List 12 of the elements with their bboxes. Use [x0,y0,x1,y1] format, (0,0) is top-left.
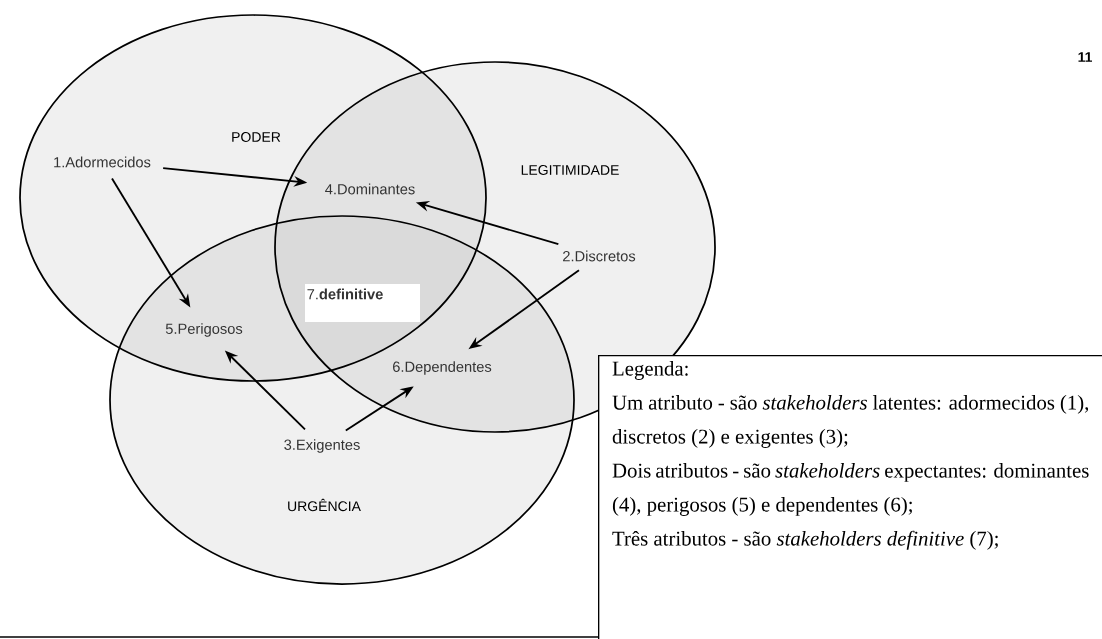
stakeholder-label: 6.Dependentes [393,361,492,375]
region-heading: LEGITIMIDADE [521,165,619,175]
stakeholder-label: 1.Adormecidos [54,156,151,168]
stakeholder-label: 5.Perigosos [165,323,243,337]
stakeholder-label: 3.Exigentes [284,439,360,453]
page-number: 11 [1078,52,1092,62]
stakeholder-label: 4.Dominantes [325,183,415,195]
region-heading: PODER [232,132,281,142]
legend-box: Legenda: Um atributo - são stakeholders latentes: adormecidos (1), discretos (2) e exigentes (3); Dois atributos - são stakeholders expectantes: dominantes (4), perigosos (5) e dependentes (6); Três atributos - são stakeholders definitive (7); [598,355,1102,639]
stakeholder-label: 7.definitive [305,284,420,322]
region-heading: URGÊNCIA [288,498,361,512]
stakeholder-label: 2.Discretos [563,250,636,262]
